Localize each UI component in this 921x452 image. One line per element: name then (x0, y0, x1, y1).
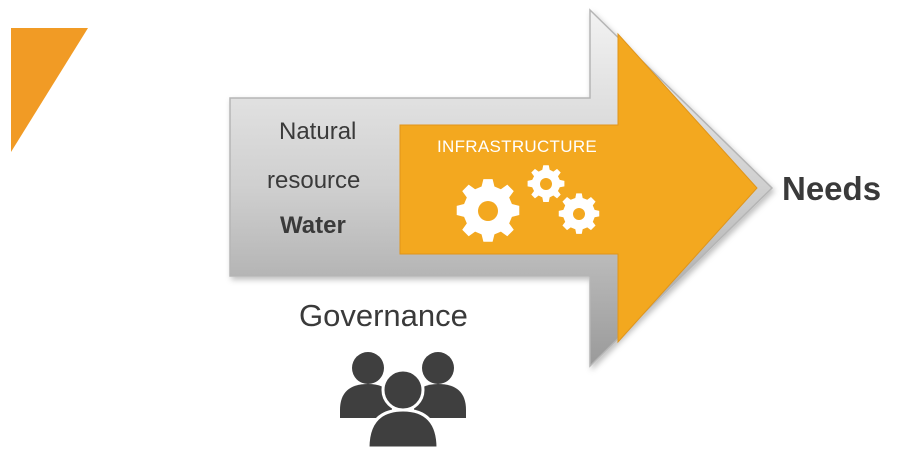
corner-orange-triangle (11, 28, 88, 152)
infrastructure-label: INFRASTRUCTURE (437, 137, 598, 156)
needs-label: Needs (782, 170, 882, 207)
resource-label-natural: Natural (279, 118, 357, 145)
resource-label-resource: resource (267, 167, 361, 194)
infrastructure-orange-arrow (400, 34, 757, 342)
governance-label: Governance (299, 298, 468, 333)
gears-icon (456, 165, 600, 242)
people-group-icon (340, 352, 466, 450)
resource-label-water: Water (280, 212, 346, 239)
